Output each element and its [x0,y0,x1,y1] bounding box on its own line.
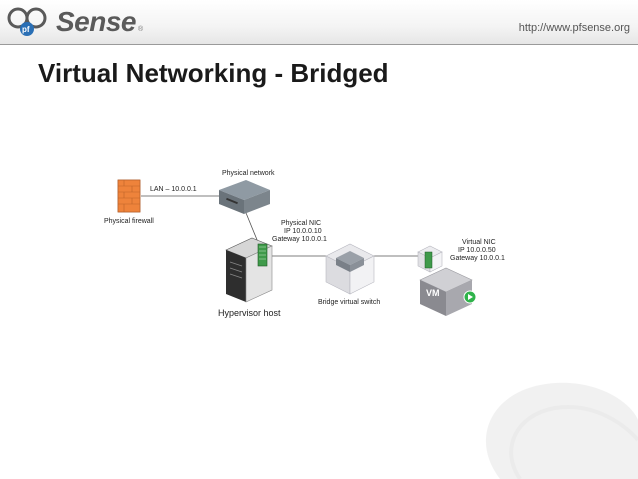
virtual-nic-card-icon [424,251,433,269]
lan-label: LAN – 10.0.0.1 [150,186,197,193]
network-label: Physical network [222,170,275,177]
hypervisor-label: Hypervisor host [218,308,281,318]
physical-network-switch-icon [219,180,270,214]
logo-wordmark: Sense [56,6,137,37]
firewall-label: Physical firewall [104,218,154,225]
vm-label: VM [426,288,440,298]
virtual-nic-label-1: Virtual NIC [462,239,496,246]
physical-nic-label-3: Gateway 10.0.0.1 [272,236,327,243]
switch-label: Bridge virtual switch [318,299,380,306]
physical-nic-label-2: IP 10.0.0.10 [284,228,322,235]
logo-registered-mark: ® [138,26,144,33]
virtual-nic-icon [417,245,443,273]
physical-firewall-icon [117,179,141,213]
vm-icon: VM [419,267,477,316]
pfsense-logo-mark: pf [7,7,47,36]
header-url: http://www.pfsense.org [518,22,630,34]
header-bar: pf Sense ® http://www.pfsense.org [0,0,638,45]
hypervisor-host-icon [225,237,273,303]
virtual-nic-label-2: IP 10.0.0.50 [458,247,496,254]
logo-prefix: pf [22,25,30,34]
physical-nic-label-1: Physical NIC [281,220,321,227]
bridge-virtual-switch-icon [325,243,375,295]
background-swirl-decoration [485,382,638,479]
virtual-nic-label-3: Gateway 10.0.0.1 [450,255,505,262]
pfsense-logo: pf Sense ® [6,4,156,38]
slide-title: Virtual Networking - Bridged [38,58,389,88]
